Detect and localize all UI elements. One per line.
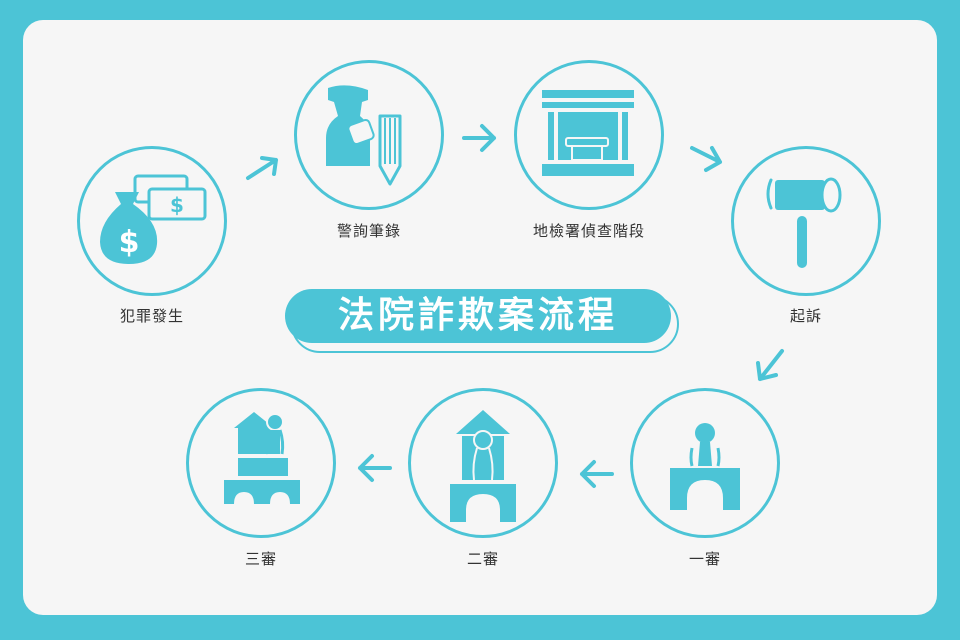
arrow-right-icon [462,124,496,152]
step-label: 三審 [244,550,277,568]
money-bag-icon: $ $ [100,174,207,264]
police-officer-pencil-icon [326,85,402,186]
step-label: 二審 [466,550,499,568]
step-circle [731,146,881,296]
step-prosecutor-investigation [514,60,664,210]
step-crime-occurs: $ $ [77,146,227,296]
step-label: 起訴 [789,307,822,325]
arrow-down-left-icon [756,349,784,381]
second-instance-court-icon [450,410,516,522]
step-label: 地檢署偵查階段 [532,222,645,240]
third-instance-court-icon [224,412,300,504]
step-first-instance [630,388,780,538]
step-circle [77,146,227,296]
page-title: 法院詐欺案流程 [285,289,671,343]
step-third-instance [186,388,336,538]
step-label: 警詢筆錄 [336,222,401,240]
step-circle [408,388,558,538]
step-indictment [731,146,881,296]
title-banner: 法院詐欺案流程 [285,289,679,353]
svg-text:$: $ [119,225,140,260]
prosecutor-office-building-icon [542,90,634,176]
step-label: 一審 [688,550,721,568]
step-police-interrogation [294,60,444,210]
arrow-down-right-icon [690,146,722,172]
step-label: 犯罪發生 [119,307,184,325]
arrow-up-right-icon [246,156,278,180]
arrow-left-icon [358,454,392,482]
step-circle [630,388,780,538]
arrow-left-icon [580,460,614,488]
step-circle [294,60,444,210]
step-second-instance [408,388,558,538]
step-circle [186,388,336,538]
step-circle [514,60,664,210]
gavel-icon [766,177,842,268]
first-instance-court-icon [670,423,740,510]
svg-text:$: $ [170,193,184,217]
